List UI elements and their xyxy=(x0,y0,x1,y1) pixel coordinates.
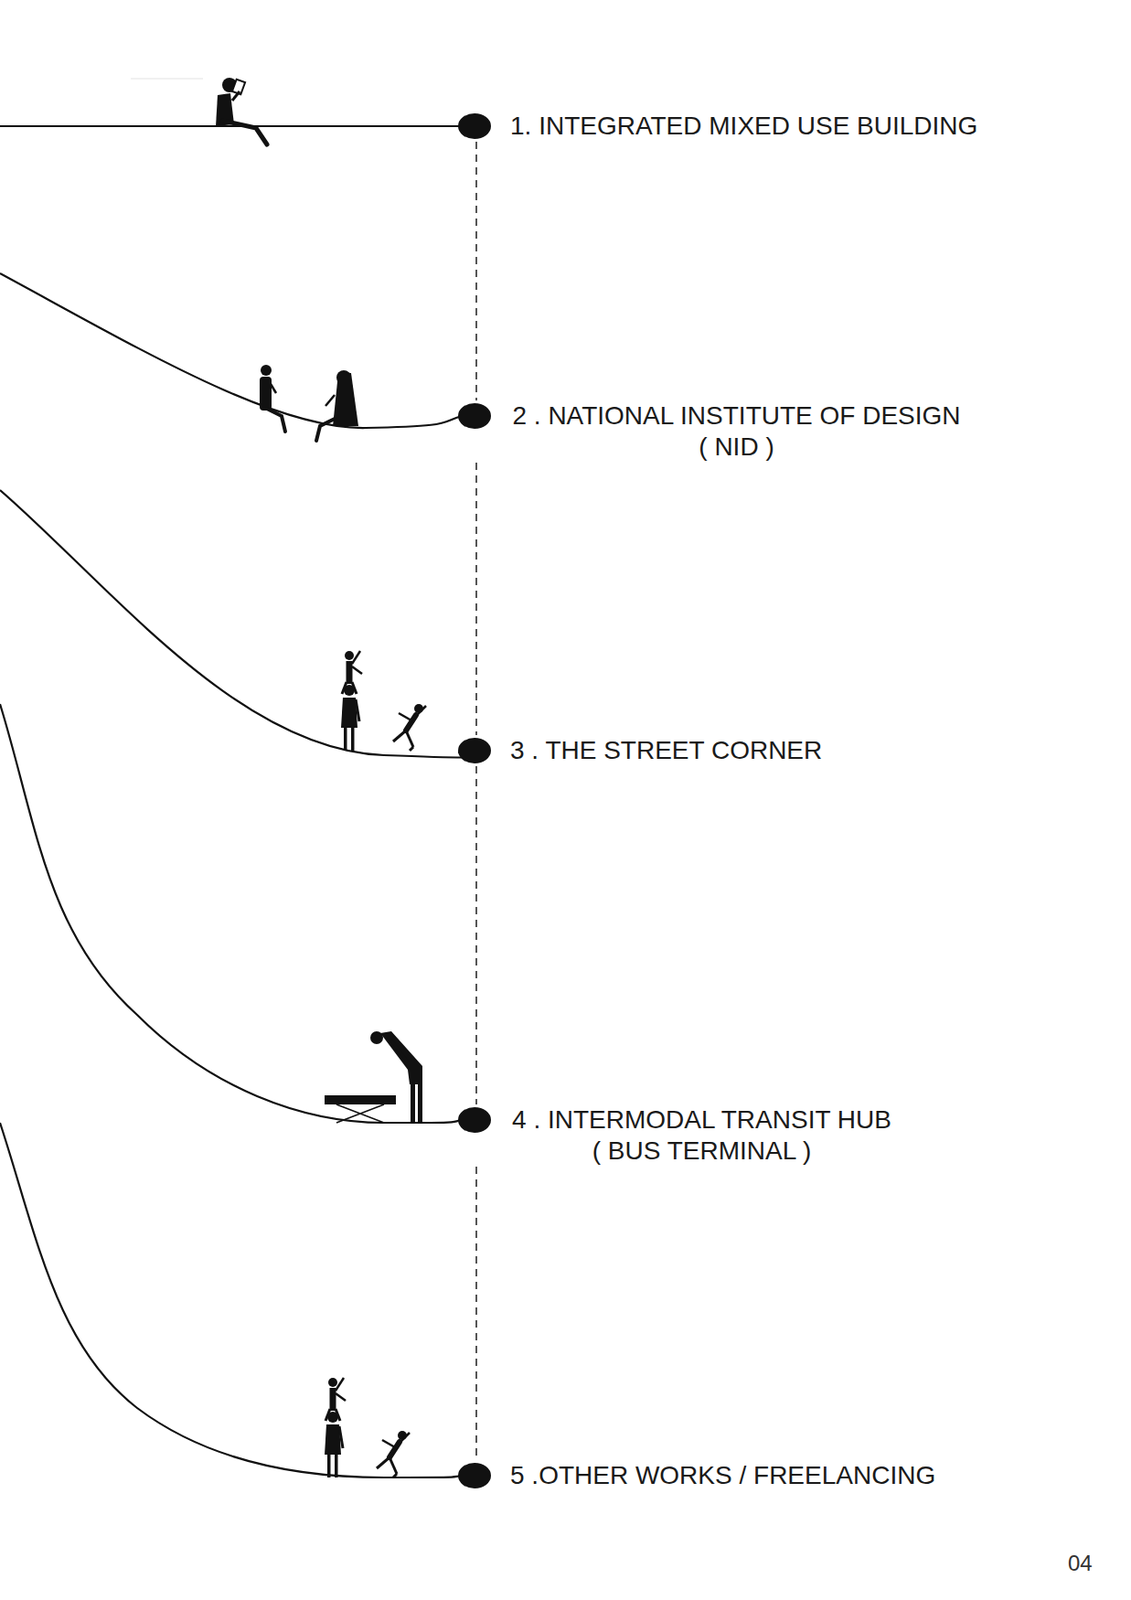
milestone-dot xyxy=(457,112,492,140)
milestone-dot xyxy=(457,1461,492,1490)
milestone-label: 3 . THE STREET CORNER xyxy=(510,735,822,767)
timeline-curve xyxy=(0,273,462,428)
bench-figure xyxy=(324,1031,423,1123)
dashed-connector xyxy=(475,1166,478,1461)
dashed-connector xyxy=(475,766,478,1105)
timeline-curve xyxy=(0,704,462,1123)
milestone-node: 5 .OTHER WORKS / FREELANCING xyxy=(457,1460,936,1492)
faint-line xyxy=(130,78,203,80)
milestone-label: 5 .OTHER WORKS / FREELANCING xyxy=(510,1460,936,1492)
dashed-connector xyxy=(475,141,478,401)
milestone-dot xyxy=(457,736,492,765)
milestone-node: 2 . NATIONAL INSTITUTE OF DESIGN ( NID ) xyxy=(457,400,963,463)
seated-figures xyxy=(259,364,359,441)
milestone-dot xyxy=(457,1106,492,1134)
timeline-curve xyxy=(0,125,462,128)
milestone-node: 1. INTEGRATED MIXED USE BUILDING xyxy=(457,110,978,142)
dashed-connector xyxy=(475,462,478,736)
milestone-node: 4 . INTERMODAL TRANSIT HUB ( BUS TERMINA… xyxy=(457,1104,894,1167)
milestone-label: 1. INTEGRATED MIXED USE BUILDING xyxy=(510,110,978,142)
milestone-dot xyxy=(457,402,492,430)
timeline-curve xyxy=(0,490,471,758)
timeline-curve xyxy=(0,1122,462,1478)
family-figure xyxy=(341,650,427,751)
family-figure xyxy=(324,1377,410,1478)
page-number: 04 xyxy=(1067,1550,1093,1577)
reader-figure xyxy=(215,77,267,145)
milestone-label: 4 . INTERMODAL TRANSIT HUB ( BUS TERMINA… xyxy=(510,1104,894,1167)
milestone-label: 2 . NATIONAL INSTITUTE OF DESIGN ( NID ) xyxy=(510,400,963,463)
milestone-node: 3 . THE STREET CORNER xyxy=(457,735,822,767)
